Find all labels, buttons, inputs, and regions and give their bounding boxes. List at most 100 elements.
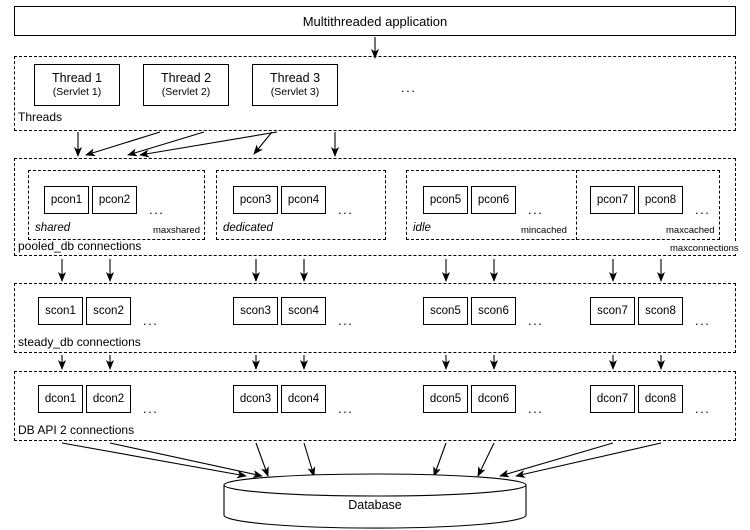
pcon4-box: pcon4 (281, 186, 326, 214)
pcon6-box: pcon6 (471, 186, 516, 214)
scon8-box: scon8 (638, 297, 683, 325)
dcon2-box: dcon2 (86, 385, 131, 413)
dbapi-group-3-ellipsis: ... (528, 401, 544, 416)
scon3-box: scon3 (233, 297, 278, 325)
dcon4-box: dcon4 (281, 385, 326, 413)
pooled-group-maxcached-ellipsis: ... (695, 202, 711, 217)
dcon7-box: dcon7 (590, 385, 635, 413)
pooled-group-idle (406, 170, 720, 240)
threads-section (14, 56, 736, 131)
maxcached-label: maxcached (665, 225, 716, 236)
dbapi2-section (14, 371, 736, 441)
pooled-group-dedicated (216, 170, 386, 240)
thread-1-sub: (Servlet 1) (52, 86, 102, 98)
maxshared-label: maxshared (152, 225, 201, 236)
dbapi-group-4-ellipsis: ... (695, 401, 711, 416)
dcon1-label: dcon1 (44, 393, 77, 405)
database-cylinder-top (223, 473, 527, 497)
dcon3-box: dcon3 (233, 385, 278, 413)
pooled-group-idle-label: idle (411, 222, 433, 235)
dcon5-box: dcon5 (423, 385, 468, 413)
database-label: Database (348, 498, 402, 512)
pcon7-label: pcon7 (596, 194, 629, 206)
dcon6-box: dcon6 (471, 385, 516, 413)
arrow-dcon6-to-database (477, 442, 495, 477)
thread-2-name: Thread 2 (160, 71, 212, 85)
pooled-group-dedicated-label: dedicated (221, 222, 275, 235)
dcon8-label: dcon8 (644, 393, 677, 405)
pcon7-box: pcon7 (590, 186, 635, 214)
thread-box-2: Thread 2 (Servlet 2) (143, 64, 229, 106)
scon5-label: scon5 (430, 305, 461, 317)
multithreaded-application-box: Multithreaded application (14, 6, 736, 36)
dbapi-group-1-ellipsis: ... (143, 401, 159, 416)
thread-box-3: Thread 3 (Servlet 3) (252, 64, 338, 106)
scon3-label: scon3 (240, 305, 271, 317)
steady-db-section (14, 283, 736, 353)
steady-group-3-ellipsis: ... (528, 313, 544, 328)
pcon6-label: pcon6 (477, 194, 510, 206)
pcon5-label: pcon5 (429, 194, 462, 206)
scon7-label: scon7 (597, 305, 628, 317)
arrow-thread2-to-pool-b (127, 131, 205, 157)
pooled-group-dedicated-ellipsis: ... (338, 202, 354, 217)
multithreaded-application-label: Multithreaded application (302, 13, 448, 29)
pooled-group-idle-ellipsis: ... (528, 202, 544, 217)
pcon3-box: pcon3 (233, 186, 278, 214)
dcon3-label: dcon3 (239, 393, 272, 405)
scon2-label: scon2 (93, 305, 124, 317)
dbapi2-section-label: DB API 2 connections (16, 423, 137, 437)
dcon4-label: dcon4 (287, 393, 320, 405)
mincached-label: mincached (520, 225, 568, 236)
pooled-group-shared-ellipsis: ... (149, 202, 165, 217)
arrow-dcon4-to-database (303, 442, 316, 477)
scon5-box: scon5 (423, 297, 468, 325)
thread-3-sub: (Servlet 3) (270, 86, 320, 98)
pcon2-label: pcon2 (98, 194, 131, 206)
dcon2-label: dcon2 (92, 393, 125, 405)
arrow-thread2-to-pool-a (85, 131, 161, 157)
steady-group-2-ellipsis: ... (338, 313, 354, 328)
pcon3-label: pcon3 (239, 194, 272, 206)
pcon8-label: pcon8 (644, 194, 677, 206)
maxconnections-label: maxconnections (669, 243, 740, 254)
pcon1-label: pcon1 (50, 194, 83, 206)
steady-group-1-ellipsis: ... (143, 313, 159, 328)
scon4-box: scon4 (281, 297, 326, 325)
pooled-group-shared-label: shared (33, 222, 73, 235)
scon4-label: scon4 (288, 305, 319, 317)
dcon8-box: dcon8 (638, 385, 683, 413)
dcon5-label: dcon5 (429, 393, 462, 405)
dcon6-label: dcon6 (477, 393, 510, 405)
arrow-thread3-to-pool-a (139, 131, 278, 158)
scon1-box: scon1 (38, 297, 83, 325)
arrow-dcon1-to-database (61, 442, 247, 479)
dcon1-box: dcon1 (38, 385, 83, 413)
thread-3-name: Thread 3 (269, 71, 321, 85)
pooled-db-section (14, 158, 736, 256)
arrow-dcon8-to-database (515, 442, 662, 478)
pcon4-label: pcon4 (287, 194, 320, 206)
thread-2-sub: (Servlet 2) (161, 86, 211, 98)
steady-group-4-ellipsis: ... (695, 313, 711, 328)
pooled-db-section-label: pooled_db connections (16, 239, 144, 253)
scon1-label: scon1 (45, 305, 76, 317)
pcon2-box: pcon2 (92, 186, 137, 214)
scon8-label: scon8 (645, 305, 676, 317)
scon6-label: scon6 (478, 305, 509, 317)
arrow-dcon7-to-database (499, 442, 614, 478)
arrow-thread3-to-pool-b (253, 131, 273, 155)
thread-1-name: Thread 1 (51, 71, 103, 85)
arrow-dcon3-to-database (255, 442, 269, 477)
arrow-dcon2-to-database (109, 442, 263, 478)
dcon7-label: dcon7 (596, 393, 629, 405)
pcon5-box: pcon5 (423, 186, 468, 214)
threads-ellipsis: ... (401, 80, 417, 95)
thread-box-1: Thread 1 (Servlet 1) (34, 64, 120, 106)
threads-section-label: Threads (16, 110, 65, 124)
scon7-box: scon7 (590, 297, 635, 325)
dbapi-group-2-ellipsis: ... (338, 401, 354, 416)
pooled-group-shared (28, 170, 205, 240)
scon2-box: scon2 (86, 297, 131, 325)
